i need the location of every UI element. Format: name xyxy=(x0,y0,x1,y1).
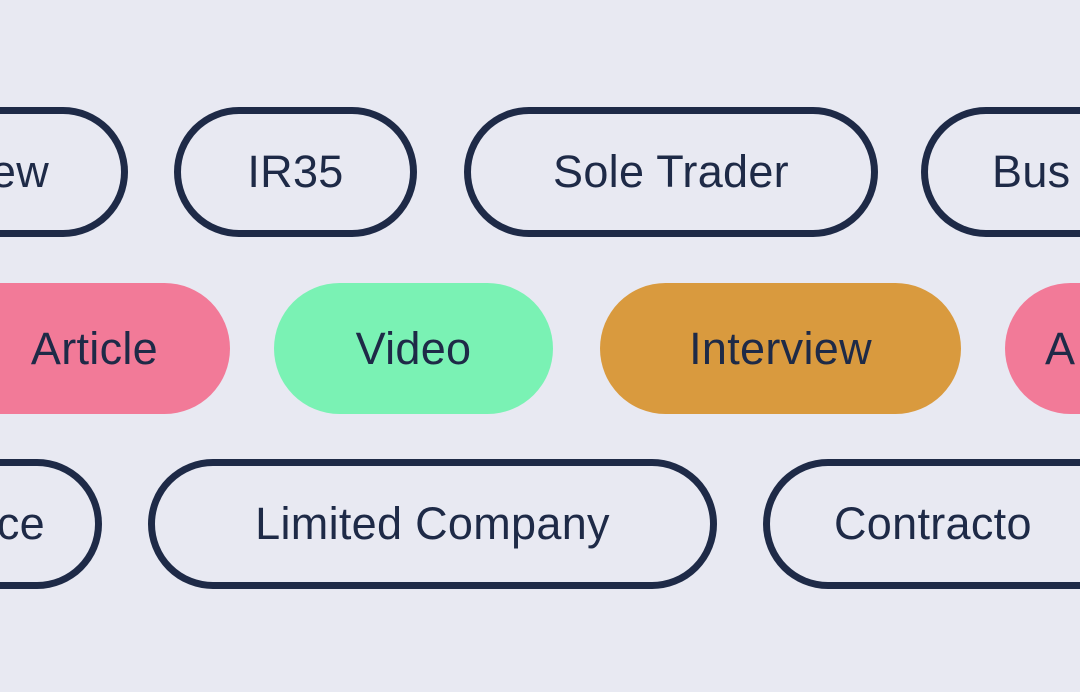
tag-pill-partial-left[interactable]: ew xyxy=(0,107,128,237)
tag-label: IR35 xyxy=(247,146,344,197)
tag-label: Article xyxy=(30,322,158,374)
tag-pill-limited-company[interactable]: Limited Company xyxy=(148,459,717,589)
tag-label: Contracto xyxy=(834,498,1032,549)
tag-pill-contractor[interactable]: Contracto xyxy=(763,459,1080,589)
tag-label: A xyxy=(1045,322,1076,374)
tag-label: Limited Company xyxy=(255,498,610,549)
tag-pill-partial-left[interactable]: ce xyxy=(0,459,102,589)
tag-label: Interview xyxy=(689,322,872,374)
tag-label: Sole Trader xyxy=(553,146,789,197)
tag-pill-sole-trader[interactable]: Sole Trader xyxy=(464,107,878,237)
tag-pill-video[interactable]: Video xyxy=(274,283,553,414)
tag-pill-ir35[interactable]: IR35 xyxy=(174,107,417,237)
tag-label: Video xyxy=(355,322,472,374)
tag-label: ce xyxy=(0,498,45,549)
tag-pill-partial-right[interactable]: A xyxy=(1005,283,1080,414)
tag-label: ew xyxy=(0,146,49,197)
tag-pill-partial-right[interactable]: Bus xyxy=(921,107,1080,237)
tag-pill-interview[interactable]: Interview xyxy=(600,283,961,414)
tag-pill-article[interactable]: Article xyxy=(0,283,230,414)
tag-label: Bus xyxy=(992,146,1071,197)
